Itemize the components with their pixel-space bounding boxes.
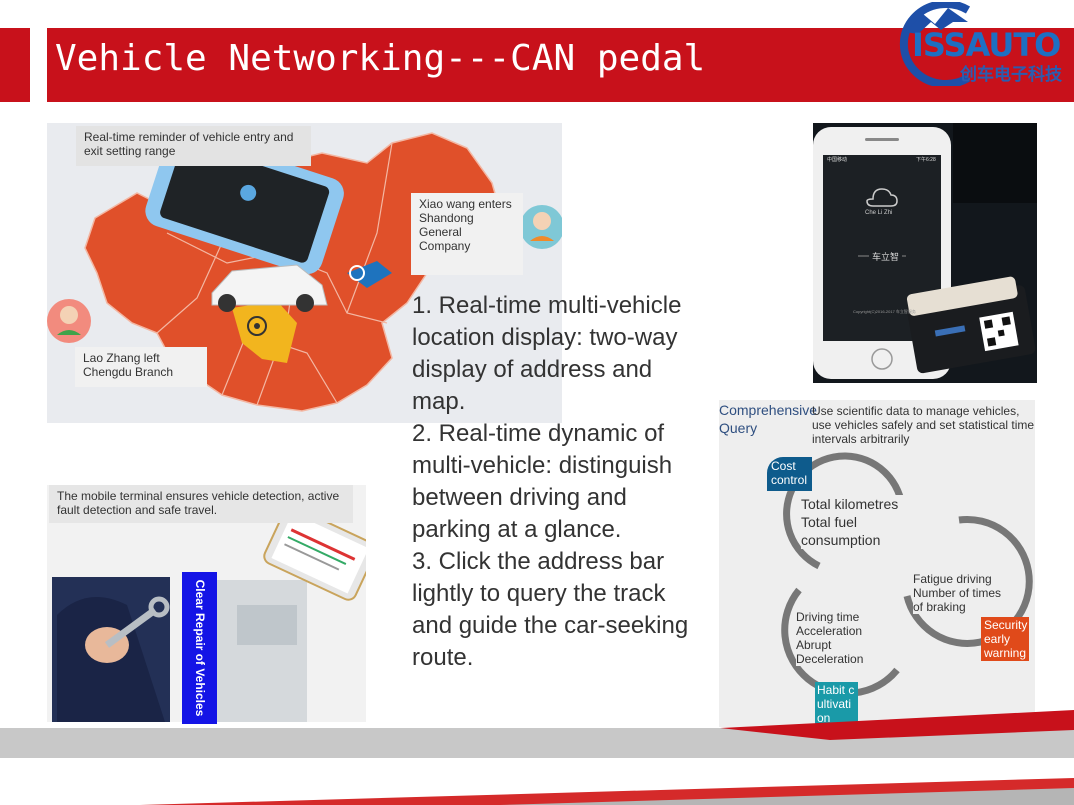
map-caption-top: Real-time reminder of vehicle entry and … — [76, 126, 311, 166]
bottom-stripes — [0, 710, 1074, 805]
logo-text: ISSAUTO — [912, 26, 1061, 64]
map-caption-xiaowang: Xiao wang enters Shandong General Compan… — [411, 193, 523, 275]
repair-caption: The mobile terminal ensures vehicle dete… — [49, 485, 353, 523]
query-circle-diagram — [781, 452, 1033, 697]
circle-driving-acceleration: Driving time Acceleration Abrupt Deceler… — [796, 610, 874, 666]
badge-security-warning: Security early warning — [981, 617, 1029, 661]
badge-cost-control: Cost control — [767, 457, 812, 491]
query-panel: Comprehensive Query Use scientific data … — [719, 400, 1035, 727]
map-panel: Real-time reminder of vehicle entry and … — [47, 123, 562, 423]
feature-description: 1. Real-time multi-vehicle location disp… — [412, 292, 689, 671]
phone-status-carrier: 中国移动 — [827, 157, 848, 163]
issauto-logo — [899, 2, 971, 86]
slide-title: Vehicle Networking---CAN pedal — [55, 38, 706, 79]
phone-app-brand: 车立智 — [869, 250, 903, 263]
phone-illustration — [813, 123, 1037, 383]
title-left-tab — [0, 28, 30, 102]
china-map-illustration — [47, 130, 562, 412]
phone-copyright: Copyright(C)2016-2017 车立智服务 — [853, 309, 916, 314]
phone-device-photo: 中国移动 下午6:28 Che Li Zhi 车立智 Copyright(C)2… — [813, 123, 1037, 383]
phone-status-time: 下午6:28 — [916, 157, 936, 163]
vertical-label-text: Clear Repair of Vehicles — [192, 579, 207, 717]
query-title: Comprehensive Query — [719, 402, 818, 436]
circle-fatigue-braking: Fatigue driving Number of times of braki… — [913, 572, 1011, 614]
badge-habit-cultivation: Habit cultivation — [815, 682, 858, 727]
phone-app-name: Che Li Zhi — [865, 210, 893, 216]
map-caption-laozhang: Lao Zhang left Chengdu Branch — [75, 347, 207, 387]
circle-mileage-fuel: Total kilometres Total fuel consumption — [801, 495, 914, 549]
query-description: Use scientific data to manage vehicles, … — [812, 404, 1035, 446]
vertical-label: Clear Repair of Vehicles — [182, 572, 217, 724]
logo-subtext: 创车电子科技 — [960, 65, 1062, 85]
